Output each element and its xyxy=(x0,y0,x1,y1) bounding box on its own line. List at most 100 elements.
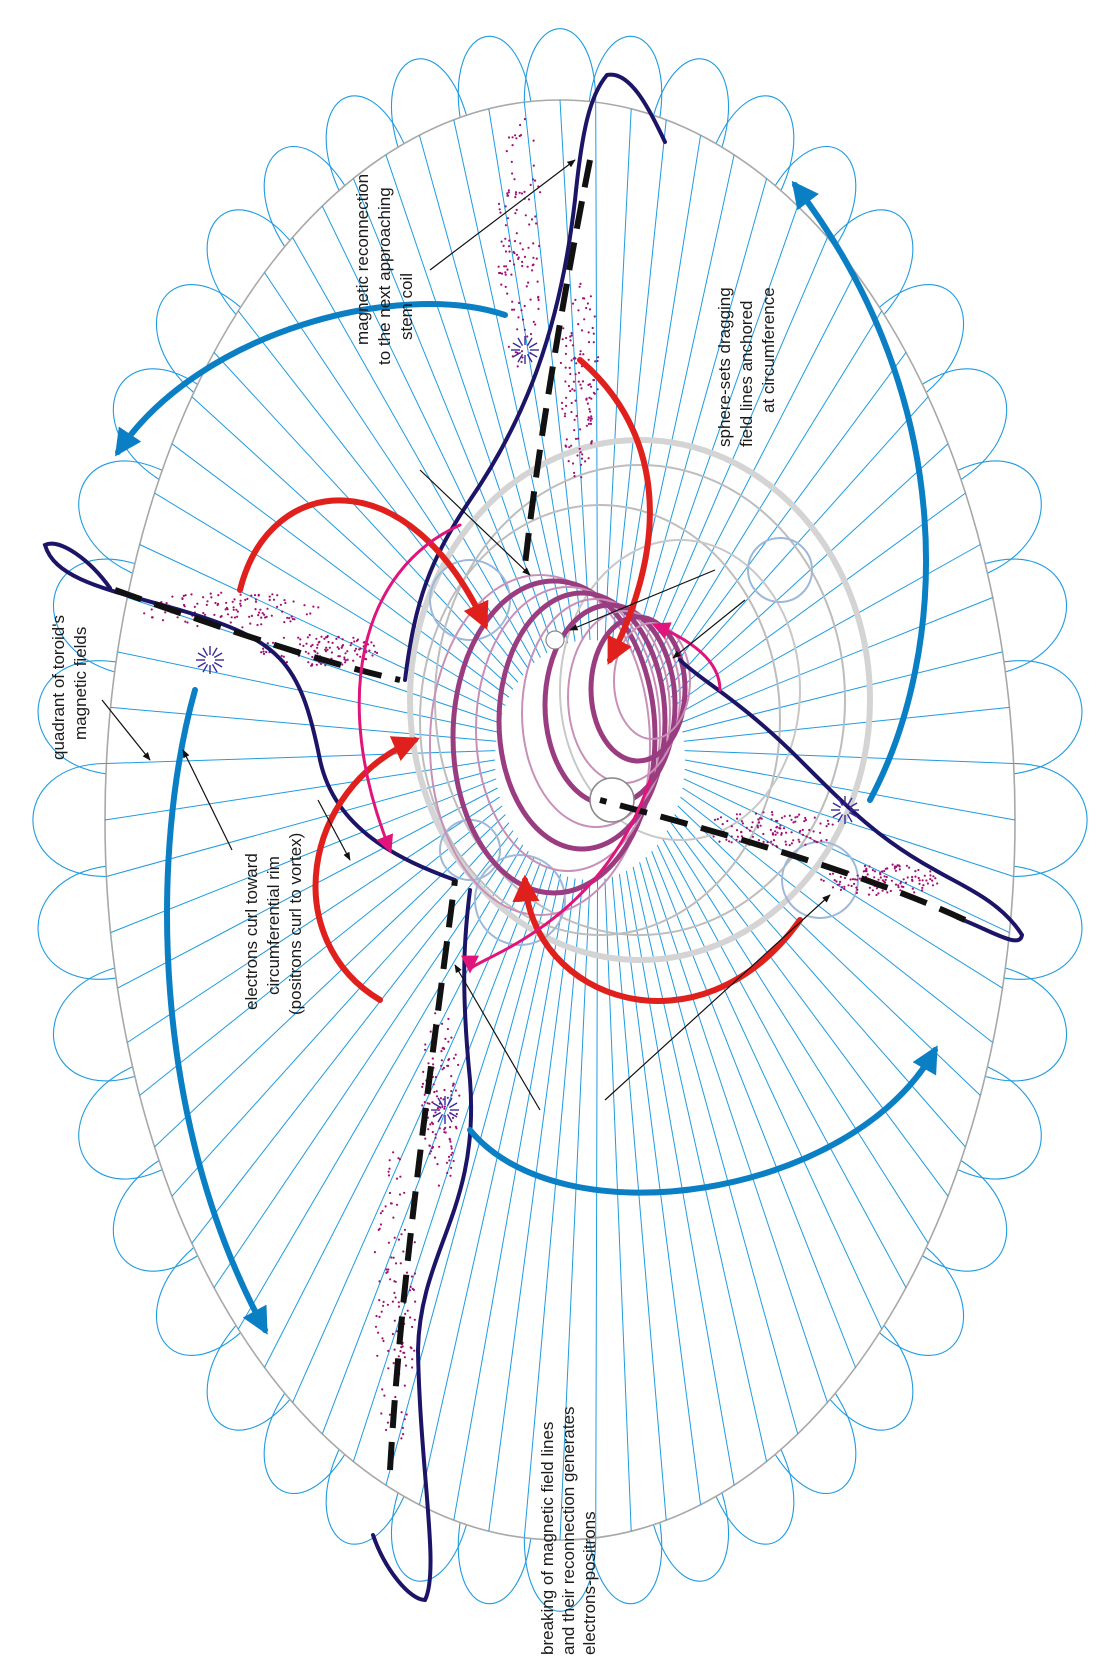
particle-dot xyxy=(913,891,916,894)
particle-dot xyxy=(447,1040,450,1043)
particle-dot xyxy=(328,646,331,649)
particle-dot xyxy=(288,617,291,620)
blue-arrow-left xyxy=(164,687,268,1335)
particle-dot xyxy=(891,863,894,866)
particle-dot xyxy=(576,454,579,457)
particle-dot xyxy=(260,651,263,654)
field-petal xyxy=(37,865,117,980)
particle-dot xyxy=(307,661,310,664)
particle-dot xyxy=(388,1159,391,1162)
radial-field-line xyxy=(611,119,667,644)
particle-dot xyxy=(442,1098,445,1101)
particle-dot xyxy=(421,1104,424,1107)
particle-dot xyxy=(590,417,593,420)
burst-ray xyxy=(213,652,223,659)
particle-dot xyxy=(315,637,318,640)
particle-dot xyxy=(306,636,309,639)
particle-dot xyxy=(838,883,841,886)
particle-dot xyxy=(506,194,509,197)
particle-dot xyxy=(232,608,235,611)
particle-dot xyxy=(433,1090,436,1094)
particle-dot xyxy=(890,879,894,882)
particle-dot xyxy=(809,836,812,840)
burst-ray xyxy=(837,813,844,823)
particle-dot xyxy=(514,351,517,354)
particle-dot xyxy=(293,618,296,621)
particle-dot xyxy=(739,813,742,816)
particle-dot xyxy=(588,408,591,411)
particle-dot xyxy=(741,822,745,825)
field-petal xyxy=(922,368,1008,480)
particle-dot xyxy=(372,644,375,647)
particle-dot xyxy=(431,1130,434,1134)
field-petal xyxy=(1003,865,1083,980)
burst-ray xyxy=(211,647,218,657)
particle-dot xyxy=(735,813,739,816)
particle-dot xyxy=(527,198,531,201)
particle-dot xyxy=(507,189,510,192)
particle-dot xyxy=(812,830,815,833)
particle-dot xyxy=(565,336,568,340)
particle-dot xyxy=(421,1085,424,1088)
particle-dot xyxy=(164,611,167,614)
particle-dot xyxy=(511,136,514,139)
particle-dot xyxy=(886,891,889,894)
particle-dot xyxy=(397,1157,400,1160)
radial-field-line xyxy=(674,492,966,706)
red-arrow-bottom xyxy=(512,874,803,1004)
particle-dot xyxy=(213,613,216,617)
field-petal xyxy=(652,1492,729,1582)
radial-field-line xyxy=(670,443,949,698)
particle-dot xyxy=(902,885,905,889)
particle-dot xyxy=(571,302,575,305)
particle-dot xyxy=(776,845,779,849)
particle-dot xyxy=(507,345,510,348)
particle-dot xyxy=(434,1076,437,1079)
particle-dot xyxy=(266,607,269,610)
particle-dot xyxy=(268,598,271,602)
central-sphere xyxy=(589,777,635,823)
particle-dot xyxy=(798,813,801,816)
particle-dot xyxy=(778,826,781,830)
particle-dot xyxy=(449,1174,452,1177)
particle-dot xyxy=(839,875,842,879)
particle-dot xyxy=(244,598,247,602)
field-petal xyxy=(78,460,163,574)
particle-dot xyxy=(391,1332,394,1336)
particle-dot xyxy=(757,839,761,842)
particle-dot xyxy=(427,1062,430,1065)
particle-dot xyxy=(386,1270,389,1273)
particle-dot xyxy=(840,886,844,889)
particle-dot xyxy=(285,661,288,664)
vortex-ring xyxy=(521,598,671,828)
particle-dot xyxy=(925,879,928,882)
particle-dot xyxy=(506,192,509,195)
particle-dot xyxy=(392,1362,395,1365)
particle-dot xyxy=(438,1145,441,1148)
radial-field-line xyxy=(191,830,514,1244)
particle-dot xyxy=(769,828,773,832)
particle-dot xyxy=(854,878,857,881)
particle-dot xyxy=(770,811,774,814)
particle-dot xyxy=(399,1175,402,1178)
particle-dot xyxy=(446,1171,449,1175)
particle-dot xyxy=(805,835,808,838)
radial-field-line xyxy=(106,750,496,764)
particle-dot xyxy=(537,307,540,310)
dashed-stem-right xyxy=(599,797,967,923)
particle-dot xyxy=(517,257,520,260)
particle-dot xyxy=(445,1161,449,1164)
particle-dot xyxy=(804,816,807,820)
particle-dot xyxy=(224,608,227,611)
label-sphere-sets-line1: sphere-sets dragging xyxy=(715,287,734,447)
particle-dot xyxy=(574,437,578,440)
particle-dot xyxy=(577,437,580,440)
particle-dot xyxy=(434,1012,437,1015)
burst-ray xyxy=(526,337,533,347)
particle-dot xyxy=(256,623,259,627)
magenta-arrow-upper xyxy=(651,622,722,692)
particle-dot xyxy=(505,150,508,153)
particle-dot xyxy=(343,656,346,659)
particle-dot xyxy=(762,832,765,836)
particle-dot xyxy=(412,1288,415,1291)
